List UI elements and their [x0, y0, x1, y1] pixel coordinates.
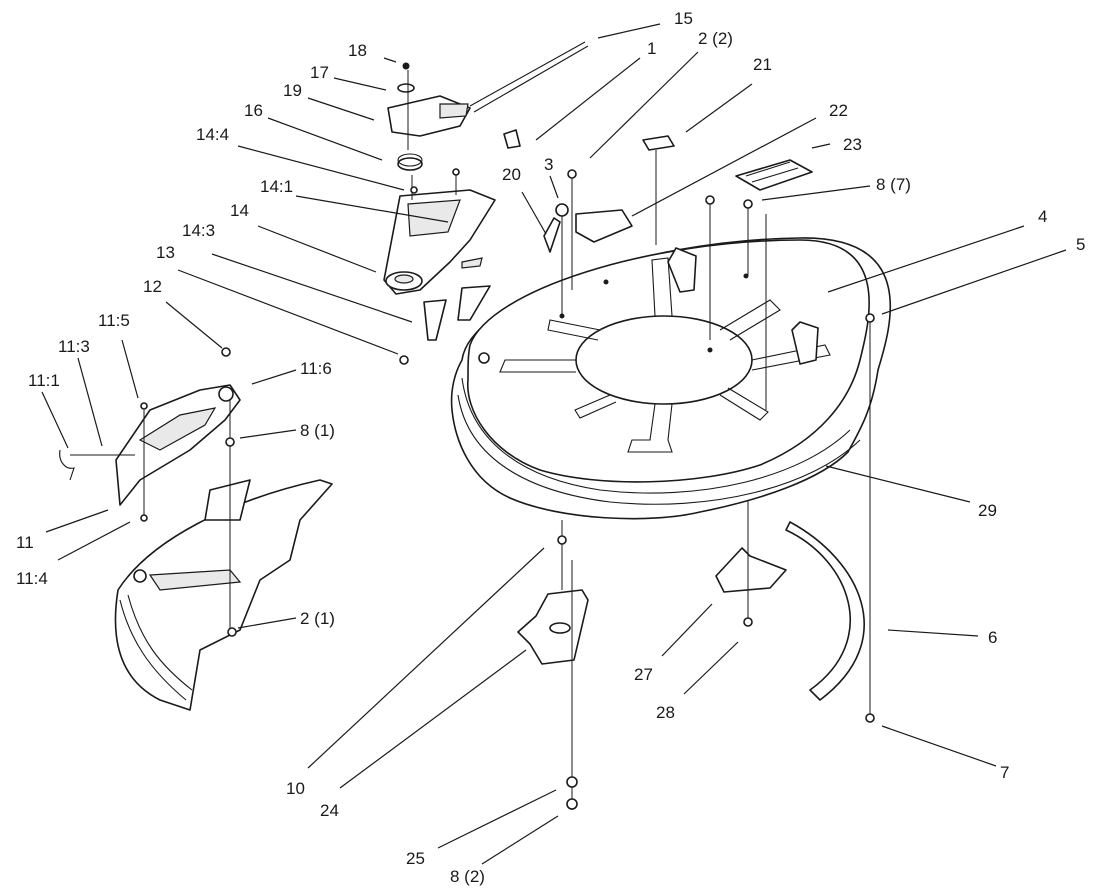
mower-deck-housing — [450, 237, 892, 520]
callout-3: 3 — [544, 155, 553, 174]
callout-24: 24 — [320, 801, 339, 820]
side-shield-assembly — [114, 479, 333, 711]
assembly-axes — [143, 70, 871, 810]
callout-1: 1 — [647, 39, 656, 58]
callout-18: 18 — [348, 41, 367, 60]
callout-labels: 15 1 2 (2) 18 17 19 16 21 22 23 14:4 14:… — [16, 9, 1085, 886]
callout-8-1: 8 (1) — [300, 421, 335, 440]
callout-11-5: 11:5 — [98, 311, 130, 330]
lower-parts — [517, 521, 865, 701]
callout-2-2: 2 (2) — [698, 29, 733, 48]
callout-11: 11 — [16, 533, 34, 552]
callout-14-4: 14:4 — [196, 125, 229, 144]
callout-29: 29 — [978, 501, 997, 520]
leader-lines — [41, 23, 1067, 865]
callout-19: 19 — [283, 81, 302, 100]
callout-5: 5 — [1076, 235, 1085, 254]
callout-21: 21 — [753, 55, 772, 74]
callout-7: 7 — [1000, 763, 1009, 782]
callout-11-3: 11:3 — [58, 337, 90, 356]
callout-11-1: 11:1 — [28, 371, 60, 390]
callout-13: 13 — [156, 243, 175, 262]
callout-4: 4 — [1038, 207, 1047, 226]
callout-14: 14 — [230, 201, 249, 220]
callout-28: 28 — [656, 703, 675, 722]
callout-25: 25 — [406, 849, 425, 868]
pulley-arm-assembly — [383, 189, 496, 341]
callout-2-1: 2 (1) — [300, 609, 335, 628]
callout-14-1: 14:1 — [260, 177, 293, 196]
callout-10: 10 — [286, 779, 305, 798]
callout-16: 16 — [244, 101, 263, 120]
hardware — [140, 168, 875, 810]
callout-20: 20 — [502, 165, 521, 184]
callout-23: 23 — [843, 135, 862, 154]
deck-spider-ribs — [499, 257, 831, 453]
callout-8-7: 8 (7) — [876, 175, 911, 194]
callout-12: 12 — [143, 277, 162, 296]
deck-bracket — [667, 247, 697, 293]
callout-14-3: 14:3 — [182, 221, 215, 240]
plates-and-decals — [543, 135, 813, 253]
deck-bracket-right — [791, 321, 819, 365]
deflector-assembly — [59, 384, 241, 506]
callout-17: 17 — [310, 63, 329, 82]
callout-11-6: 11:6 — [300, 359, 332, 378]
callout-15: 15 — [674, 9, 693, 28]
callout-8-2: 8 (2) — [450, 867, 485, 886]
callout-11-4: 11:4 — [16, 569, 48, 588]
adjust-rod-assembly — [387, 41, 589, 171]
callout-27: 27 — [634, 665, 653, 684]
callout-6: 6 — [988, 628, 997, 647]
callout-22: 22 — [829, 101, 848, 120]
